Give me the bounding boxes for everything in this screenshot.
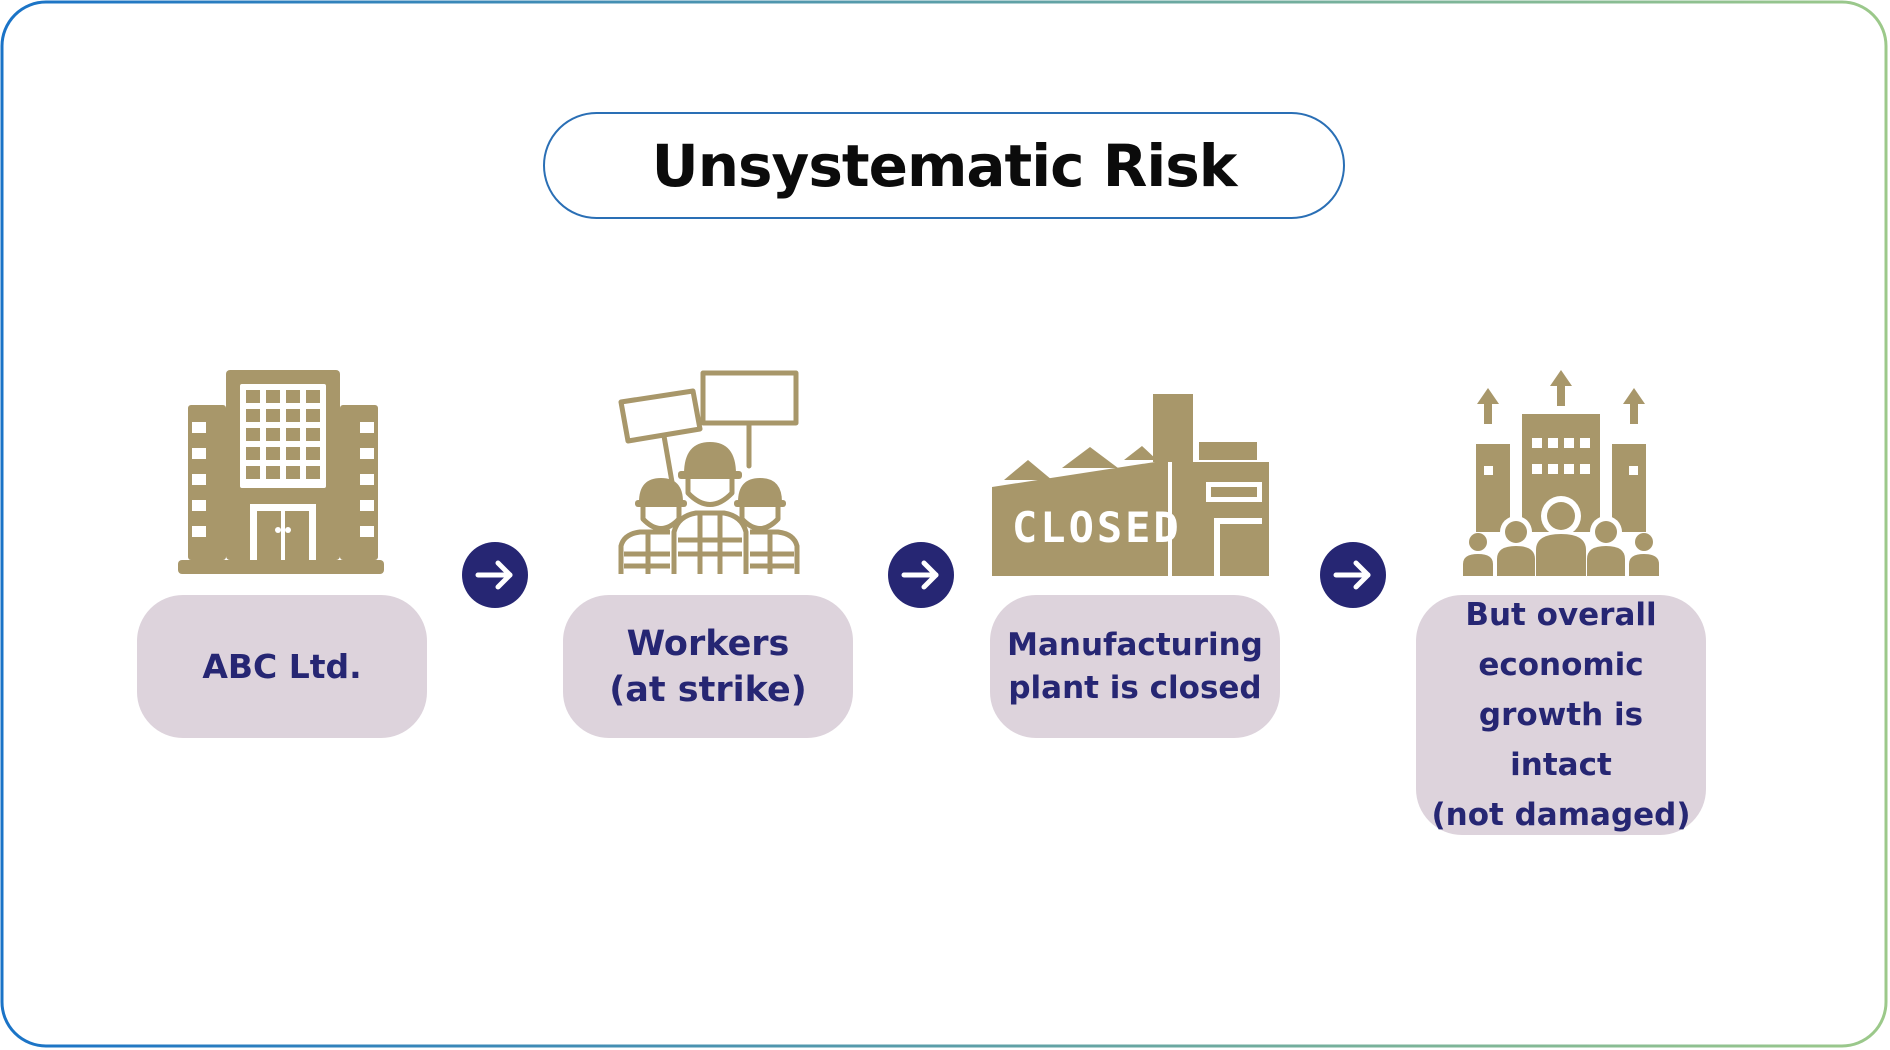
- workers-strike-icon: [618, 370, 800, 574]
- arrow-right-icon: [462, 542, 528, 608]
- office-building-icon: [178, 370, 384, 574]
- step-label-abc-ltd: ABC Ltd.: [202, 646, 362, 686]
- arrow-right-icon: [888, 542, 954, 608]
- economic-growth-icon: [1462, 370, 1660, 576]
- arrow-right-icon: [1320, 542, 1386, 608]
- step-label-economic-growth: But overall economic growth is intact (n…: [1431, 597, 1691, 833]
- step-box-workers: Workers (at strike): [563, 595, 853, 738]
- step-box-abc-ltd: ABC Ltd.: [137, 595, 427, 738]
- closed-sign-text: CLOSED: [1012, 503, 1182, 552]
- step-label-plant-closed: Manufacturing plant is closed: [1007, 626, 1263, 706]
- step-box-economic-growth: But overall economic growth is intact (n…: [1416, 595, 1706, 835]
- closed-factory-icon: CLOSED: [992, 394, 1269, 576]
- diagram-title: Unsystematic Risk: [651, 131, 1238, 200]
- step-box-plant-closed: Manufacturing plant is closed: [990, 595, 1280, 738]
- step-label-workers: Workers (at strike): [609, 623, 807, 710]
- title-pill: Unsystematic Risk: [543, 112, 1345, 219]
